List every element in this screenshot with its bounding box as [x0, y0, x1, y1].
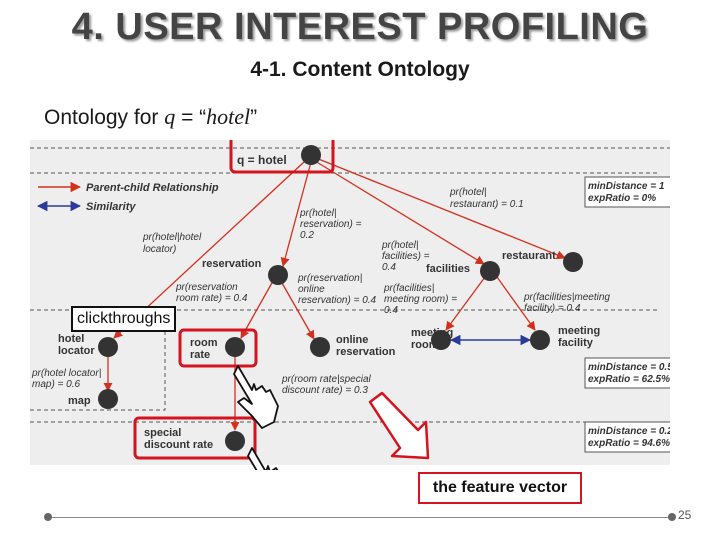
- elabel-online-3: reservation) = 0.4: [298, 295, 377, 306]
- heading-suffix: ”: [250, 106, 258, 129]
- clickthroughs-callout: clickthroughs: [71, 306, 177, 332]
- elabel-map-1: pr(hotel locator|: [31, 368, 101, 379]
- footer-dot-right: [668, 513, 676, 521]
- label-restaurant: restaurant: [502, 250, 556, 262]
- info-box-1: minDistance = 1 expRatio = 0%: [584, 176, 670, 208]
- elabel-restaurant-2: restaurant) = 0.1: [450, 199, 524, 210]
- edge-facilities-meeting-facility: [496, 276, 536, 331]
- label-root: q = hotel: [237, 153, 287, 167]
- edge-root-facilities: [314, 160, 485, 265]
- info-box-1-line1: minDistance = 1: [588, 181, 665, 192]
- legend-similarity-label: Similarity: [86, 201, 136, 213]
- info-box-3-line1: minDistance = 0.2: [588, 426, 670, 437]
- ontology-heading: Ontology for q = “hotel”: [44, 104, 257, 130]
- label-hotel-locator-2: locator: [58, 345, 95, 357]
- feature-arrow-icon: [368, 391, 430, 460]
- label-meeting-room-1: meeting: [411, 327, 453, 339]
- label-room-rate-1: room: [190, 337, 218, 349]
- edge-facilities-meeting-room: [445, 276, 486, 331]
- node-restaurant: [563, 252, 583, 272]
- heading-prefix: Ontology for: [44, 106, 165, 129]
- legend: Parent-child Relationship Similarity: [36, 181, 219, 213]
- elabel-locator-1: pr(hotel|hotel: [142, 232, 202, 243]
- edge-reservation-online-reservation: [281, 282, 315, 340]
- elabel-roomrate-1: pr(reservation: [175, 282, 238, 293]
- node-room-rate: [225, 337, 245, 357]
- label-online-reservation-1: online: [336, 334, 368, 346]
- elabel-facilities-3: 0.4: [382, 262, 396, 273]
- heading-q: q: [164, 104, 176, 129]
- edge-labels: pr(hotel| restaurant) = 0.1 pr(hotel| re…: [31, 187, 610, 396]
- node-hotel-locator: [98, 337, 118, 357]
- elabel-map-2: map) = 0.6: [32, 379, 81, 390]
- info-box-2-line1: minDistance = 0.5: [588, 362, 670, 373]
- label-facilities: facilities: [426, 263, 470, 275]
- elabel-online-2: online: [298, 284, 325, 295]
- elabel-locator-2: locator): [143, 244, 176, 255]
- info-box-2: minDistance = 0.5 expRatio = 62.5%: [584, 357, 670, 389]
- info-box-1-line2: expRatio = 0%: [588, 193, 656, 204]
- node-online-reservation: [310, 337, 330, 357]
- elabel-meetingfacility-2: facility) = 0.4: [524, 303, 581, 314]
- footer-dot-left: [44, 513, 52, 521]
- node-reservation: [268, 265, 288, 285]
- diagram-background: [30, 140, 670, 465]
- hand-cursor-icon-2: [247, 447, 279, 470]
- label-meeting-room-2: room: [411, 339, 439, 351]
- highlight-boxes: [133, 140, 335, 460]
- edge-root-reservation: [280, 161, 312, 267]
- highlight-special-discount: [133, 416, 257, 460]
- info-box-3-line2: expRatio = 94.6%: [588, 438, 670, 449]
- hand-cursor-icon-1: [233, 365, 279, 429]
- node-labels: q = hotel reservation facilities restaur…: [58, 153, 600, 451]
- dashed-guides: [30, 147, 670, 423]
- slide-title: 4. USER INTEREST PROFILING: [71, 6, 649, 48]
- label-meeting-facility-1: meeting: [558, 325, 600, 337]
- node-meeting-facility: [530, 330, 550, 350]
- highlight-room-rate: [178, 328, 258, 368]
- node-special-discount: [225, 431, 245, 451]
- elabel-online-1: pr(reservation|: [297, 273, 362, 284]
- elabel-roomrate-2: room rate) = 0.4: [176, 293, 248, 304]
- ontology-diagram: Parent-child Relationship Similarity q =…: [30, 140, 670, 470]
- info-box-3: minDistance = 0.2 expRatio = 94.6%: [584, 421, 670, 453]
- elabel-reservation-3: 0.2: [300, 230, 314, 241]
- node-facilities: [480, 261, 500, 281]
- heading-middle: = “: [175, 106, 207, 129]
- elabel-special-1: pr(room rate|special: [281, 374, 372, 385]
- elabel-meetingroom-3: 0.4: [384, 305, 398, 316]
- label-special-discount-2: discount rate: [144, 439, 213, 451]
- elabel-meetingroom-1: pr(facilities|: [383, 283, 434, 294]
- elabel-facilities-1: pr(hotel|: [381, 240, 419, 251]
- label-map: map: [68, 395, 91, 407]
- label-room-rate-2: rate: [190, 349, 210, 361]
- highlight-root: [229, 140, 335, 174]
- legend-parent-child-label: Parent-child Relationship: [86, 182, 219, 194]
- elabel-reservation-2: reservation) =: [300, 219, 362, 230]
- page-number: 25: [678, 508, 692, 522]
- node-meeting-room: [431, 330, 451, 350]
- edge-root-restaurant: [315, 157, 566, 260]
- footer-rule: [48, 517, 672, 518]
- elabel-special-2: discount rate) = 0.3: [282, 385, 368, 396]
- label-special-discount-1: special: [144, 427, 181, 439]
- label-meeting-facility-2: facility: [558, 337, 594, 349]
- feature-vector-box: the feature vector: [418, 472, 582, 504]
- elabel-facilities-2: facilities) =: [382, 251, 430, 262]
- node-root: [301, 145, 321, 165]
- elabel-meetingfacility-1: pr(facilities|meeting: [523, 292, 610, 303]
- elabel-meetingroom-2: meeting room) =: [384, 294, 457, 305]
- info-box-2-line2: expRatio = 62.5%: [588, 374, 670, 385]
- label-hotel-locator-1: hotel: [58, 333, 84, 345]
- label-reservation: reservation: [202, 258, 262, 270]
- slide-subtitle: 4-1. Content Ontology: [250, 58, 470, 81]
- nodes: [98, 145, 583, 451]
- elabel-restaurant-1: pr(hotel|: [449, 187, 487, 198]
- heading-term: hotel: [206, 104, 251, 129]
- node-map: [98, 389, 118, 409]
- label-online-reservation-2: reservation: [336, 346, 396, 358]
- elabel-reservation-1: pr(hotel|: [299, 208, 337, 219]
